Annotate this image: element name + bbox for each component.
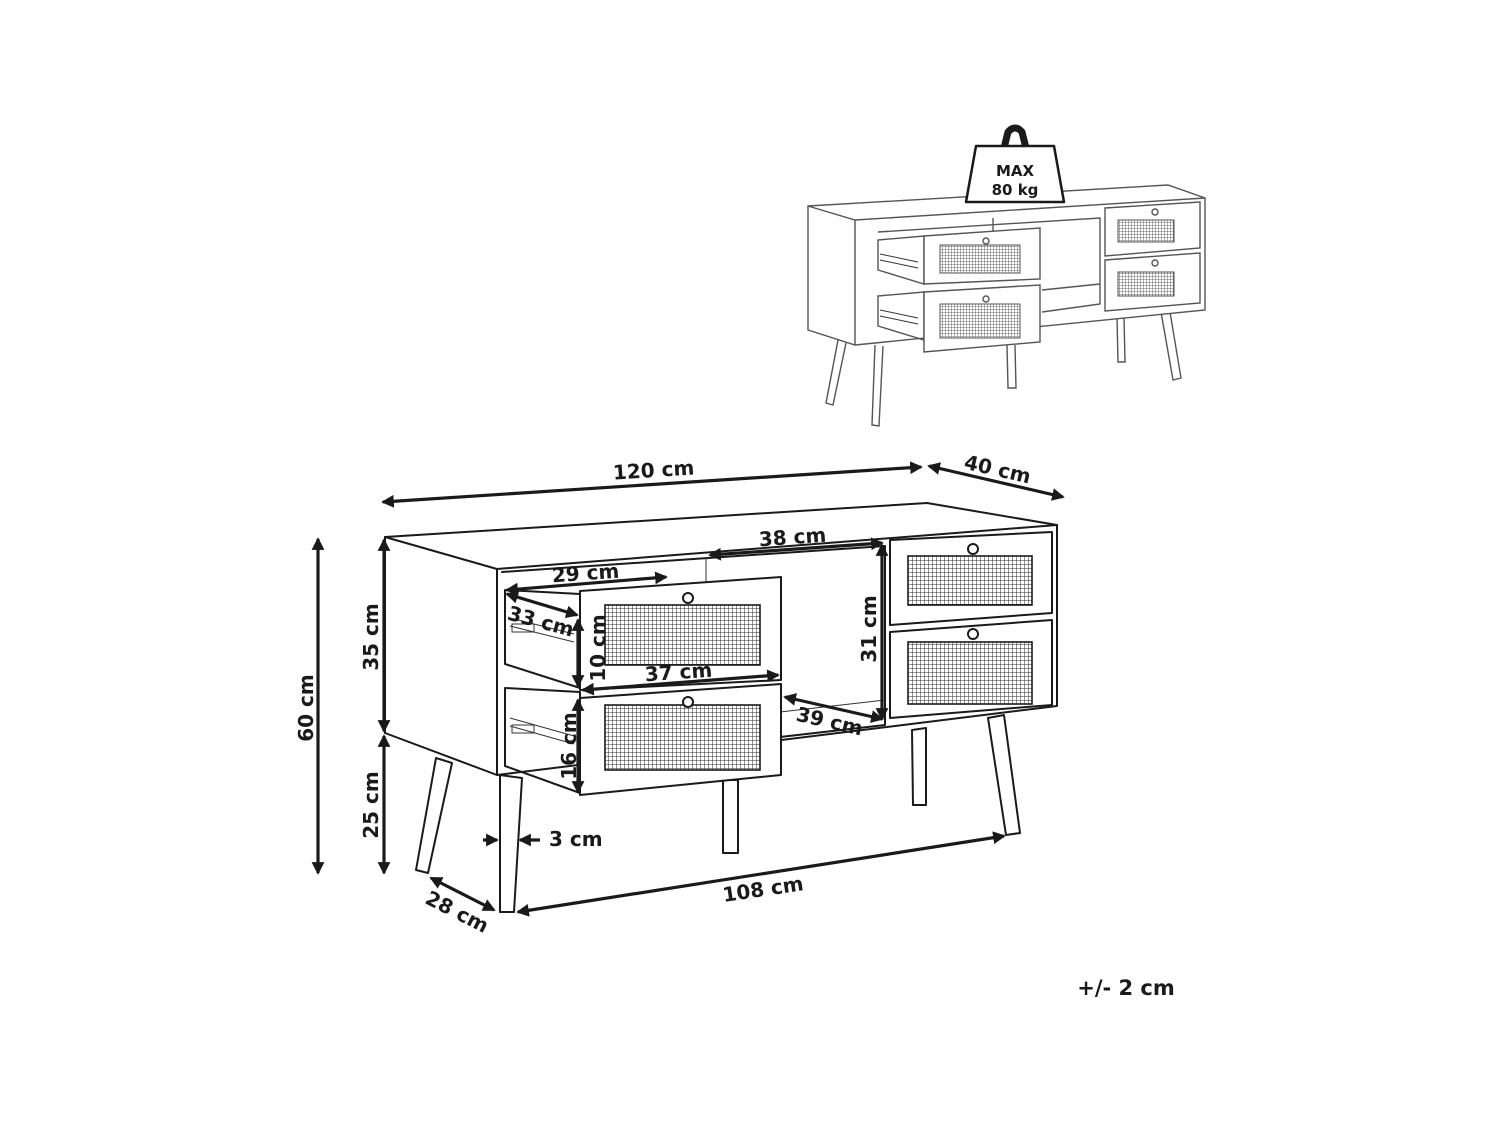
arrow-drawer-inner-width [505, 571, 668, 596]
weight-badge-line1: MAX [996, 162, 1035, 180]
label-drawer-front-height: 16 cm [557, 712, 581, 780]
arrow-leg-span-depth [429, 876, 496, 912]
weight-handle-icon [1000, 124, 1030, 152]
arrow-drawer-inner-depth [505, 590, 579, 619]
label-leg-height: 25 cm [359, 771, 383, 839]
leg-back-right [911, 727, 927, 806]
weight-badge-line2: 80 kg [992, 181, 1039, 199]
label-leg-span-depth: 28 cm [422, 886, 493, 938]
main-cabinet [384, 502, 1058, 913]
arrow-compartment-width [708, 537, 884, 561]
leg-back-middle [722, 779, 739, 854]
dimension-arrows [311, 461, 1065, 917]
arrow-width-total [381, 461, 923, 508]
label-body-height: 35 cm [359, 603, 383, 671]
tolerance-note: +/- 2 cm [1077, 976, 1175, 1000]
arrow-compartment-depth [783, 693, 884, 723]
arrow-leg-span-width [516, 831, 1006, 917]
label-right-stack-height: 31 cm [857, 595, 881, 663]
label-drawer-inner-height: 10 cm [586, 614, 610, 682]
label-leg-width: 3 cm [549, 827, 603, 851]
preview-cabinet [807, 184, 1206, 427]
label-drawer-inner-width: 29 cm [551, 559, 620, 588]
label-width-total: 120 cm [612, 455, 695, 484]
leg-front-middle-left [499, 774, 523, 913]
leg-front-right [987, 714, 1021, 836]
label-compartment-width: 38 cm [758, 523, 827, 552]
leg-front-left [415, 757, 453, 874]
label-height-total: 60 cm [294, 674, 318, 742]
arrow-drawer-front-width [581, 669, 780, 696]
arrow-depth-total [927, 462, 1065, 501]
label-leg-span-width: 108 cm [721, 871, 805, 907]
max-weight-badge: MAX 80 kg [964, 124, 1066, 204]
label-drawer-front-width: 37 cm [644, 658, 713, 687]
